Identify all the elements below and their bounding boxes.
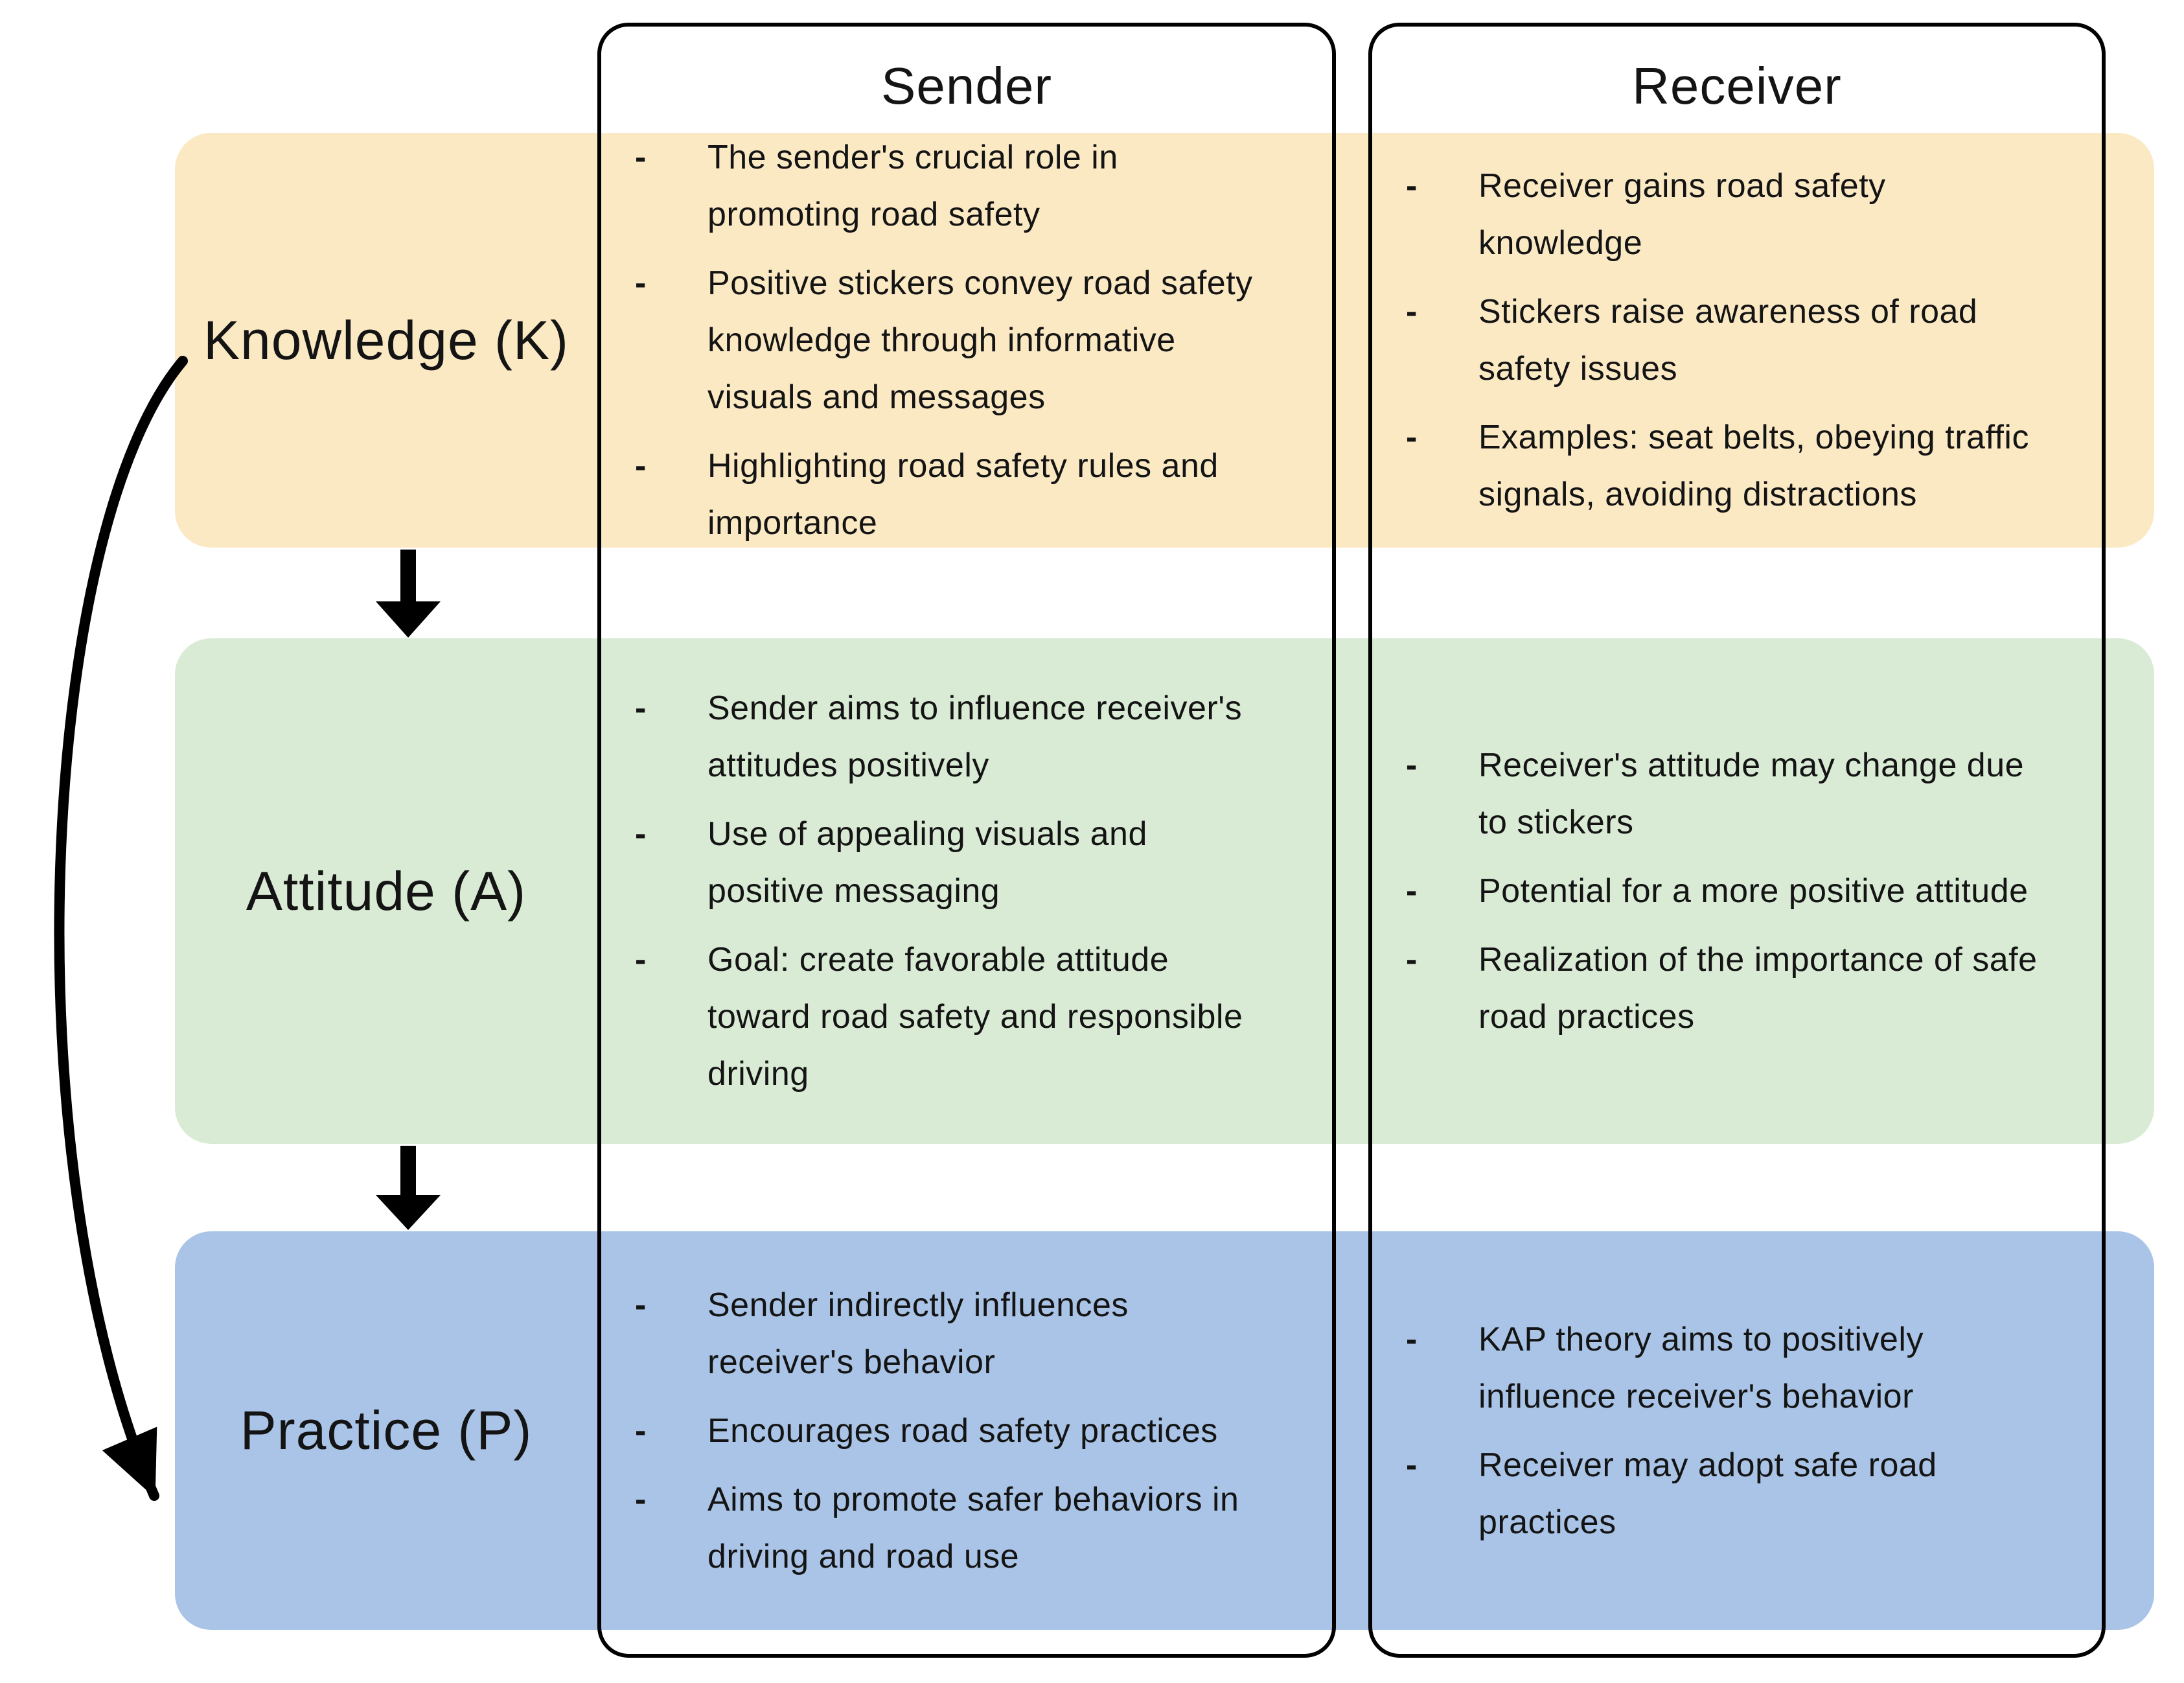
bullet-item: - Goal: create favorable attitude toward… [635,931,1271,1102]
bullet-dash: - [1406,872,1418,910]
bullet-dash: - [1406,419,1418,456]
row-label-attitude: Attitude (A) [246,860,527,922]
row-attitude: Attitude (A) - Sender aims to influence … [175,638,2154,1144]
arrow-knowledge-to-practice-curved [54,356,188,1501]
row-practice: Practice (P) - Sender indirectly influen… [175,1231,2154,1630]
bullet-text: Encourages road safety practices [707,1411,1218,1450]
bullet-dash: - [1406,1320,1418,1358]
bullet-text: Aims to promote safer behaviors in drivi… [707,1480,1239,1575]
bullet-text: Use of appealing visuals and positive me… [707,815,1147,910]
bullet-item: - Receiver may adopt safe road practices [1406,1437,2042,1551]
bullet-item: - Realization of the importance of safe … [1406,931,2042,1045]
bullet-item: - Receiver's attitude may change due to … [1406,737,2042,851]
bullet-text: Goal: create favorable attitude toward r… [707,941,1243,1093]
bullet-item: - Positive stickers convey road safety k… [635,255,1271,426]
bullet-text: The sender's crucial role in promoting r… [707,139,1118,233]
bullet-item: - Highlighting road safety rules and imp… [635,437,1271,551]
bullet-text: Receiver gains road safety knowledge [1478,167,1886,262]
bullet-dash: - [1406,747,1418,784]
bullet-dash: - [635,690,647,727]
arrow-knowledge-to-attitude [376,550,441,638]
bullet-dash: - [1406,167,1418,205]
bullet-dash: - [635,264,647,302]
cell-practice-receiver: - KAP theory aims to positively influenc… [1406,1231,2042,1630]
cell-knowledge-receiver: - Receiver gains road safety knowledge -… [1406,133,2042,548]
cell-attitude-sender: - Sender aims to influence receiver's at… [635,638,1271,1144]
bullet-text: Stickers raise awareness of road safety … [1478,293,1978,388]
row-knowledge: Knowledge (K) - The sender's crucial rol… [175,133,2154,548]
bullet-item: - Use of appealing visuals and positive … [635,806,1271,920]
cell-attitude-receiver: - Receiver's attitude may change due to … [1406,638,2042,1144]
row-label-knowledge: Knowledge (K) [203,309,569,371]
bullet-item: - Potential for a more positive attitude [1406,863,2042,920]
bullet-dash: - [1406,293,1418,331]
bullet-item: - Aims to promote safer behaviors in dri… [635,1471,1271,1585]
bullet-dash: - [635,139,647,176]
bullet-text: Potential for a more positive attitude [1478,872,2029,910]
bullet-item: - Sender indirectly influences receiver'… [635,1277,1271,1391]
arrow-attitude-to-practice [376,1146,441,1230]
bullet-text: Highlighting road safety rules and impor… [707,447,1219,542]
bullet-dash: - [635,1286,647,1324]
bullet-text: KAP theory aims to positively influence … [1478,1320,1924,1415]
receiver-column-outline [1368,23,2106,1658]
bullet-text: Positive stickers convey road safety kno… [707,264,1253,416]
bullet-text: Sender aims to influence receiver's atti… [707,690,1243,784]
bullet-dash: - [635,1480,647,1518]
bullet-dash: - [1406,941,1418,979]
bullet-dash: - [635,1411,647,1450]
bullet-item: - Sender aims to influence receiver's at… [635,680,1271,794]
receiver-column-header: Receiver [1632,56,1842,115]
bullet-text: Sender indirectly influences receiver's … [707,1286,1129,1381]
bullet-dash: - [635,941,647,979]
bullet-dash: - [1406,1446,1418,1484]
sender-column-header: Sender [881,56,1052,115]
sender-column-outline [597,23,1336,1658]
bullet-dash: - [635,447,647,485]
bullet-item: - Stickers raise awareness of road safet… [1406,283,2042,397]
bullet-item: - Encourages road safety practices [635,1402,1271,1459]
bullet-dash: - [635,815,647,853]
row-label-practice: Practice (P) [240,1400,533,1461]
cell-knowledge-sender: - The sender's crucial role in promoting… [635,133,1271,548]
bullet-text: Realization of the importance of safe ro… [1478,941,2038,1036]
bullet-item: - The sender's crucial role in promoting… [635,129,1271,243]
cell-practice-sender: - Sender indirectly influences receiver'… [635,1231,1271,1630]
bullet-text: Receiver's attitude may change due to st… [1478,747,2025,841]
bullet-item: - Examples: seat belts, obeying traffic … [1406,409,2042,523]
bullet-item: - Receiver gains road safety knowledge [1406,157,2042,272]
bullet-text: Examples: seat belts, obeying traffic si… [1478,419,2029,513]
bullet-text: Receiver may adopt safe road practices [1478,1446,1937,1541]
bullet-item: - KAP theory aims to positively influenc… [1406,1311,2042,1425]
